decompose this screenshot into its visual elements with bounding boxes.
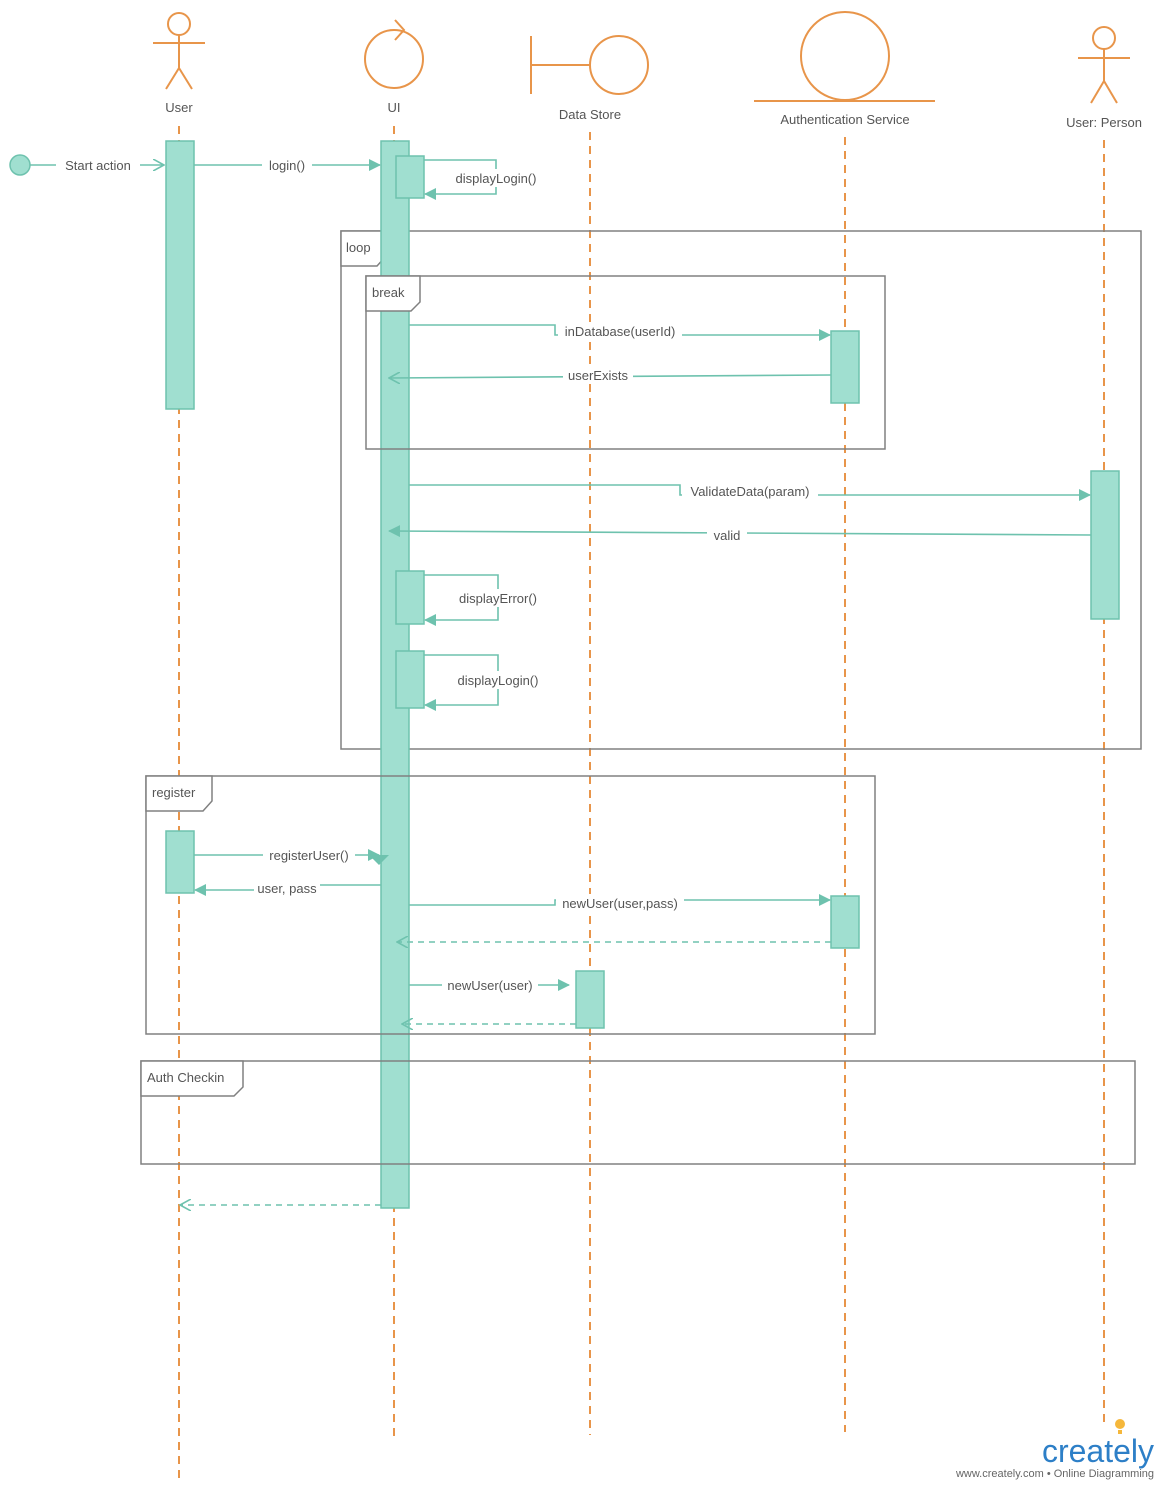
message-label: displayLogin() xyxy=(458,673,539,688)
activation-ui-display-login-1 xyxy=(395,155,425,199)
activation-user-person xyxy=(1090,470,1120,620)
message-user-exists: userExists xyxy=(389,366,832,384)
brand-tagline: www.creately.com • Online Diagramming xyxy=(955,1468,1154,1480)
message-register-user: registerUser() xyxy=(194,846,389,865)
activation-user-register xyxy=(165,830,195,894)
brand-name: creately xyxy=(1042,1433,1154,1469)
message-user-pass: user, pass xyxy=(194,879,381,897)
creately-logo: creately www.creately.com • Online Diagr… xyxy=(955,1419,1154,1480)
fragment-auth-checkin: Auth Checkin xyxy=(140,1060,1136,1165)
initial-node xyxy=(9,154,31,176)
lightbulb-icon xyxy=(1115,1419,1125,1434)
activation-ui-display-login-2 xyxy=(395,650,425,709)
message-new-user-store: newUser(user) xyxy=(409,976,570,994)
fragment-register: register xyxy=(145,775,876,1035)
activation-ui-display-error xyxy=(395,570,425,625)
participant-data-store: Data Store xyxy=(530,35,649,122)
fragment-label: loop xyxy=(346,240,371,255)
participant-ui: UI xyxy=(364,19,424,115)
participant-label: Data Store xyxy=(559,107,621,122)
fragment-label: break xyxy=(372,285,405,300)
message-label: valid xyxy=(714,528,741,543)
activation-data-store xyxy=(575,970,605,1029)
message-display-login-1: displayLogin() xyxy=(424,159,542,200)
participant-label: User xyxy=(165,100,193,115)
arrow-head-icon xyxy=(369,855,389,865)
entity-icon xyxy=(754,11,935,102)
activation-user xyxy=(165,140,195,410)
message-validate-data: ValidateData(param) xyxy=(409,482,1091,501)
participant-label: User: Person xyxy=(1066,115,1142,130)
participant-user: User xyxy=(153,12,205,115)
activation-auth-indatabase xyxy=(830,330,860,404)
message-label: user, pass xyxy=(257,881,317,896)
participant-label: Authentication Service xyxy=(780,112,909,127)
message-valid: valid xyxy=(388,525,1092,544)
fragment-label: register xyxy=(152,785,196,800)
participant-user-person: User: Person xyxy=(1066,26,1142,130)
message-login: login() xyxy=(194,156,381,174)
message-in-database: inDatabase(userId) xyxy=(409,322,831,341)
actor-icon xyxy=(1078,26,1130,104)
message-label: registerUser() xyxy=(269,848,348,863)
message-start-action: Start action xyxy=(9,154,164,176)
control-icon xyxy=(364,19,424,89)
message-display-login-2: displayLogin() xyxy=(424,654,544,711)
fragment-label: Auth Checkin xyxy=(147,1070,224,1085)
message-new-user-auth: newUser(user,pass) xyxy=(409,894,831,912)
participant-auth-service: Authentication Service xyxy=(754,11,935,127)
participant-label: UI xyxy=(388,100,401,115)
activation-auth-newuser xyxy=(830,895,860,949)
message-label: displayLogin() xyxy=(456,171,537,186)
actor-icon xyxy=(153,12,205,90)
message-display-error: displayError() xyxy=(424,574,544,626)
message-label: newUser(user,pass) xyxy=(562,896,678,911)
message-label: login() xyxy=(269,158,305,173)
message-label: displayError() xyxy=(459,591,537,606)
fragment-loop: loop xyxy=(340,230,1142,750)
boundary-icon xyxy=(530,35,649,95)
message-label: ValidateData(param) xyxy=(691,484,810,499)
fragment-break: break xyxy=(365,275,886,450)
message-label: inDatabase(userId) xyxy=(565,324,676,339)
message-label: newUser(user) xyxy=(447,978,532,993)
message-label: userExists xyxy=(568,368,628,383)
message-label: Start action xyxy=(65,158,131,173)
